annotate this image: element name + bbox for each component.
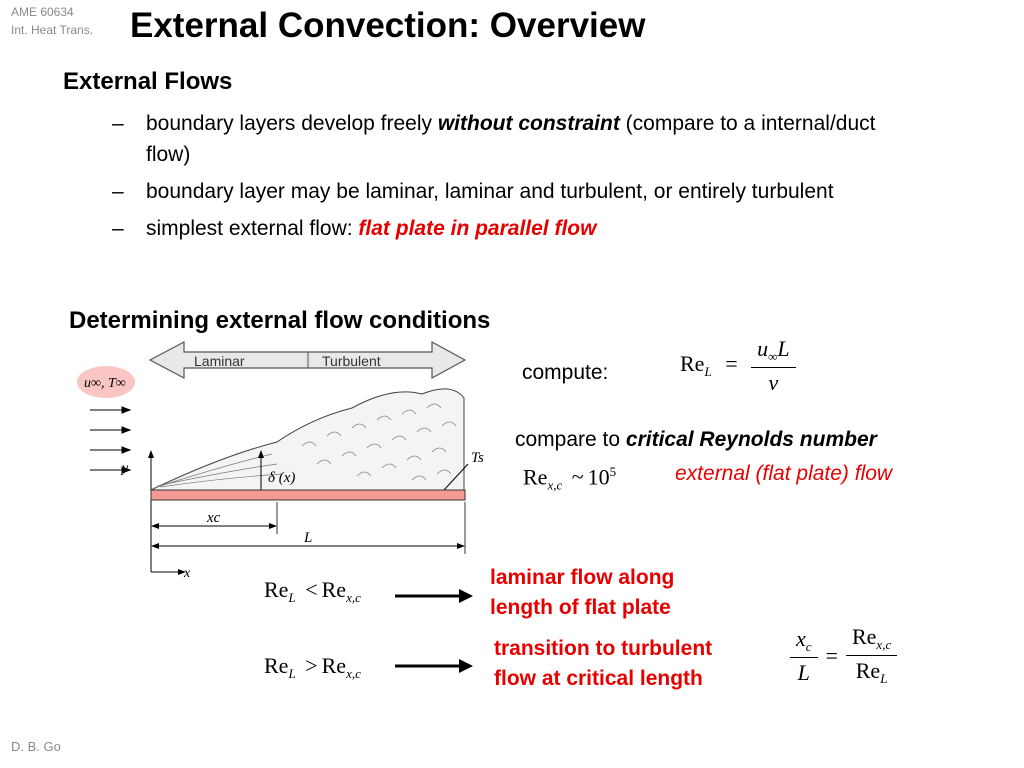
case1-line1: laminar flow along	[490, 566, 675, 589]
ts-leader	[443, 463, 469, 491]
x-symbol: x	[796, 625, 806, 651]
reynolds-ratio-fraction: Rex,c ReL	[845, 624, 898, 687]
equals-sign: =	[825, 642, 838, 668]
case1-result: laminar flow along length of flat plate	[490, 563, 674, 623]
section-heading-flow-conditions: Determining external flow conditions	[69, 307, 491, 334]
flat-plate-boundary-layer-figure: Laminar Turbulent u∞, T∞ δ (x) Ts y x	[77, 340, 484, 581]
boundary-layer-region	[150, 388, 465, 491]
greater-than-sign: >	[305, 653, 318, 678]
bullet-list: – boundary layers develop freely without…	[112, 108, 912, 250]
case1-arrow	[395, 589, 473, 603]
flat-plate	[150, 489, 466, 501]
external-flow-note: external (flat plate) flow	[675, 462, 893, 485]
length-symbol: L	[797, 659, 810, 685]
re-symbol: Re	[321, 653, 347, 678]
bullet-item: – simplest external flow: flat plate in …	[112, 213, 912, 244]
course-label: AME 60634 Int. Heat Trans.	[11, 3, 93, 39]
re-symbol: Re	[680, 351, 705, 377]
re-subscript: L	[880, 671, 888, 686]
compare-line: compare to critical Reynolds number	[515, 428, 877, 452]
bullet-dash: –	[112, 112, 124, 135]
re-subscript: L	[288, 590, 296, 605]
bullet-text: boundary layer may be laminar, laminar a…	[146, 180, 834, 203]
bullet-text-post: (compare to a internal/duct flow)	[146, 112, 876, 166]
re-symbol: Re	[264, 577, 289, 602]
delta-label: δ (x)	[268, 470, 295, 486]
xc-label: xc	[206, 510, 221, 526]
section-heading-external-flows: External Flows	[63, 68, 233, 95]
turbulent-label: Turbulent	[322, 353, 381, 369]
re-subscript: L	[288, 666, 296, 681]
case2-result: transition to turbulent flow at critical…	[494, 634, 712, 694]
x-axis-label: x	[183, 566, 191, 581]
xc-over-l-fraction: xc L	[790, 626, 818, 686]
bullet-emphasis-red: flat plate in parallel flow	[358, 217, 597, 240]
power-exponent: 5	[609, 464, 617, 479]
less-than-sign: <	[305, 577, 318, 602]
compute-label: compute:	[522, 361, 609, 384]
approx-sign: ~	[571, 464, 584, 490]
re-subscript: x,c	[876, 637, 892, 652]
viscosity-symbol: ν	[768, 370, 779, 395]
bullet-text: boundary layers develop freely	[146, 112, 438, 135]
compare-text: compare to	[515, 428, 626, 451]
re-symbol: Re	[855, 658, 881, 683]
bullet-dash: –	[112, 217, 124, 240]
turbulent-eddies	[301, 403, 457, 481]
critical-reynolds-equation: Rex,c ~105	[523, 464, 616, 493]
power-base: 10	[587, 464, 610, 490]
re-subscript: x,c	[346, 666, 361, 681]
bullet-item: – boundary layer may be laminar, laminar…	[112, 176, 912, 207]
case2-line1: transition to turbulent	[494, 637, 713, 660]
critical-reynolds-emphasis: critical Reynolds number	[625, 428, 877, 451]
velocity-symbol: u	[757, 336, 769, 361]
slide-title: External Convection: Overview	[130, 6, 646, 45]
bullet-dash: –	[112, 180, 124, 203]
case1-inequality: ReL <Rex,c	[264, 577, 361, 606]
infinity-subscript: ∞	[768, 349, 778, 364]
reynolds-fraction: u∞L ν	[751, 336, 796, 396]
course-name: Int. Heat Trans.	[11, 23, 94, 37]
re-subscript: L	[704, 364, 712, 380]
y-axis-label: y	[120, 461, 129, 476]
re-subscript: x,c	[346, 590, 361, 605]
bullet-item: – boundary layers develop freely without…	[112, 108, 912, 170]
re-symbol: Re	[321, 577, 347, 602]
length-symbol: L	[777, 336, 790, 361]
case2-inequality: ReL >Rex,c	[264, 653, 361, 682]
re-symbol: Re	[851, 624, 877, 649]
x-subscript: c	[805, 638, 812, 654]
critical-length-equation: xc L = Rex,c ReL	[790, 624, 898, 687]
bullet-emphasis: without constraint	[437, 112, 620, 135]
ts-label: Ts	[471, 450, 484, 466]
bullet-text: simplest external flow:	[146, 217, 359, 240]
free-stream-label: u∞, T∞	[84, 376, 126, 391]
l-label: L	[303, 530, 312, 546]
re-symbol: Re	[264, 653, 289, 678]
re-symbol: Re	[523, 464, 548, 490]
course-number: AME 60634	[11, 5, 74, 19]
equals-sign: =	[725, 351, 738, 377]
author-footer: D. B. Go	[11, 739, 61, 754]
case1-line2: length of flat plate	[490, 596, 671, 619]
flow-arrows	[90, 406, 132, 474]
case2-arrow	[395, 659, 473, 673]
case2-line2: flow at critical length	[494, 667, 703, 690]
free-stream-cloud	[77, 366, 135, 398]
reynolds-equation: ReL = u∞L ν	[680, 336, 796, 396]
laminar-label: Laminar	[194, 353, 245, 369]
re-subscript: x,c	[547, 477, 563, 493]
